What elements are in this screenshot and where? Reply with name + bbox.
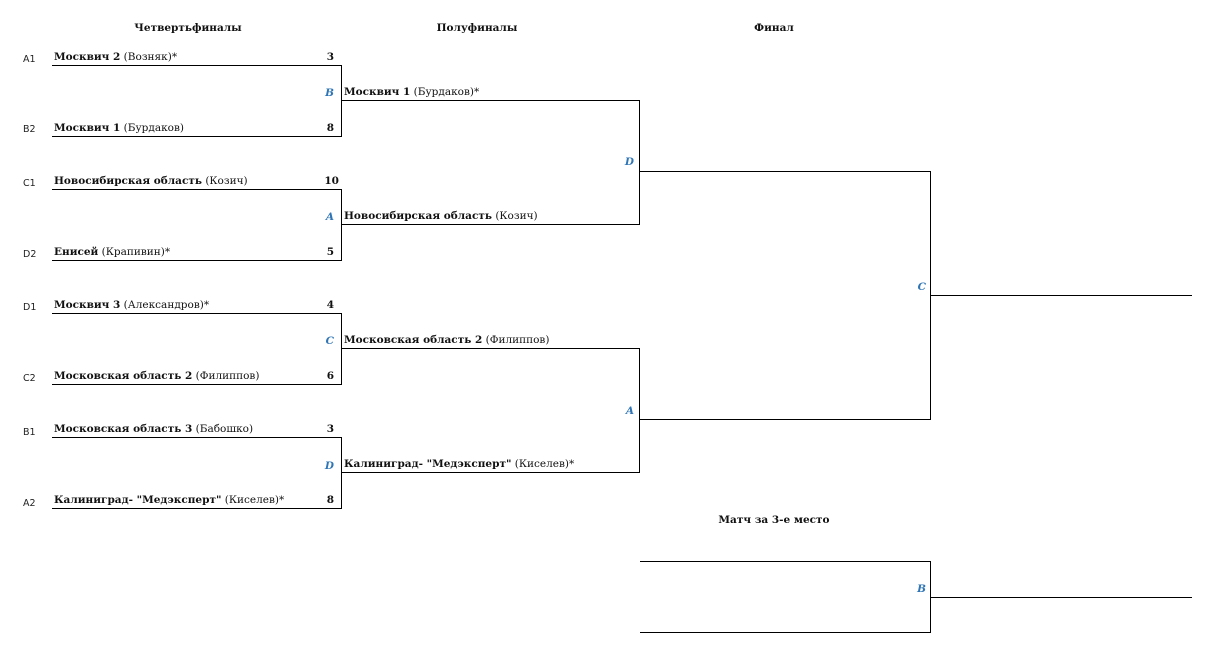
seed-label: B2: [23, 124, 36, 135]
team-name: Новосибирская область: [344, 210, 492, 222]
score: 5: [327, 246, 334, 258]
team-coach: (Бабошко): [192, 423, 253, 435]
seed-label: B1: [23, 427, 36, 438]
court-label: C: [918, 281, 927, 293]
court-label: A: [625, 405, 634, 417]
court-label: A: [325, 211, 334, 223]
semifinals-header: Полуфиналы: [437, 22, 518, 34]
third-place-header: Матч за 3-е место: [718, 514, 829, 526]
team-entry: Калиниград- "Медэксперт" (Киселев)*: [54, 494, 285, 506]
score: 3: [327, 423, 334, 435]
court-label: D: [624, 156, 635, 168]
court-label: B: [324, 87, 334, 99]
final-match: C: [640, 171, 1192, 420]
team-name: Московская область 2: [344, 334, 482, 346]
team-coach: (Киселев)*: [511, 458, 575, 470]
third-place-match: B: [640, 561, 1192, 633]
team-entry: Москвич 2 (Возняк)*: [54, 51, 178, 63]
team-coach: (Филиппов): [482, 334, 549, 346]
team-name: Енисей: [54, 246, 99, 258]
semifinal-1: Москвич 1 (Бурдаков)* Новосибирская обла…: [342, 86, 640, 225]
score: 6: [327, 370, 334, 382]
court-label: C: [326, 335, 335, 347]
team-coach: (Александров)*: [120, 299, 209, 311]
team-coach: (Бурдаков): [120, 122, 184, 134]
team-name: Москвич 3: [54, 299, 120, 311]
team-coach: (Крапивин)*: [98, 246, 171, 258]
team-entry: Енисей (Крапивин)*: [54, 246, 171, 258]
team-entry: Москвич 1 (Бурдаков): [54, 122, 184, 134]
seed-label: C1: [23, 178, 36, 189]
seed-label: A2: [23, 498, 36, 509]
team-coach: (Бурдаков)*: [410, 86, 480, 98]
score: 10: [324, 175, 339, 187]
team-entry: Новосибирская область (Козич): [54, 175, 248, 187]
score: 8: [327, 122, 334, 134]
final-header: Финал: [754, 22, 794, 34]
team-name: Московская область 3: [54, 423, 192, 435]
team-entry: Москвич 3 (Александров)*: [54, 299, 210, 311]
score: 8: [327, 494, 334, 506]
team-coach: (Филиппов): [192, 370, 259, 382]
team-coach: (Киселев)*: [221, 494, 285, 506]
team-coach: (Козич): [202, 175, 248, 187]
team-coach: (Козич): [492, 210, 538, 222]
team-coach: (Возняк)*: [120, 51, 177, 63]
score: 3: [327, 51, 334, 63]
team-name: Москвич 1: [54, 122, 120, 134]
team-entry: Московская область 2 (Филиппов): [54, 370, 259, 382]
court-label: B: [916, 583, 926, 595]
team-entry: Новосибирская область (Козич): [344, 210, 538, 222]
team-name: Московская область 2: [54, 370, 192, 382]
seed-label: D2: [23, 249, 36, 260]
seed-label: C2: [23, 373, 36, 384]
team-name: Калиниград- "Медэксперт": [344, 458, 511, 470]
quarterfinal-3: D1 Москвич 3 (Александров)* 4 C2 Московс…: [23, 299, 342, 385]
team-entry: Москвич 1 (Бурдаков)*: [344, 86, 480, 98]
seed-label: D1: [23, 302, 36, 313]
quarterfinal-4: B1 Московская область 3 (Бабошко) 3 A2 К…: [23, 423, 342, 509]
seed-label: A1: [23, 54, 36, 65]
score: 4: [327, 299, 334, 311]
quarterfinal-1: A1 Москвич 2 (Возняк)* 3 B2 Москвич 1 (Б…: [23, 51, 342, 137]
team-entry: Московская область 2 (Филиппов): [344, 334, 549, 346]
team-name: Москвич 2: [54, 51, 120, 63]
semifinal-2: Московская область 2 (Филиппов) Калинигр…: [342, 334, 640, 473]
quarterfinals-header: Четвертьфиналы: [134, 22, 242, 34]
team-name: Калиниград- "Медэксперт": [54, 494, 221, 506]
team-entry: Калиниград- "Медэксперт" (Киселев)*: [344, 458, 575, 470]
team-name: Новосибирская область: [54, 175, 202, 187]
team-name: Москвич 1: [344, 86, 410, 98]
team-entry: Московская область 3 (Бабошко): [54, 423, 253, 435]
court-label: D: [324, 460, 335, 472]
quarterfinal-2: C1 Новосибирская область (Козич) 10 D2 Е…: [23, 175, 342, 261]
